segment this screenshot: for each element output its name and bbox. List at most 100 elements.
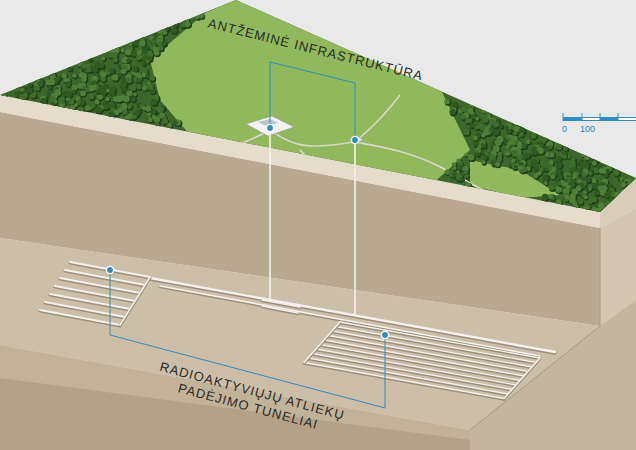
tree-shadow <box>507 129 513 135</box>
tree-shadow <box>605 201 613 209</box>
tree <box>584 195 588 199</box>
tree-shadow <box>482 144 488 150</box>
tree-shadow <box>89 94 96 101</box>
tree <box>481 160 486 165</box>
tree <box>613 169 619 175</box>
tree <box>615 192 620 197</box>
tree <box>564 198 568 202</box>
tree <box>482 118 487 123</box>
tree <box>35 86 40 91</box>
tree <box>108 53 112 57</box>
tree <box>460 177 464 181</box>
tree <box>127 90 133 96</box>
tree <box>449 109 455 115</box>
scale-tick <box>618 113 619 121</box>
tree <box>142 85 147 90</box>
tree-shadow <box>151 90 157 96</box>
tunnel-shadow <box>316 350 516 386</box>
tree-shadow <box>35 86 41 92</box>
tunnel <box>262 300 300 307</box>
tree <box>136 78 141 83</box>
tree <box>588 170 593 175</box>
scale-bar <box>563 113 636 121</box>
tree <box>113 96 119 102</box>
tree-shadow <box>453 167 458 172</box>
right-earth-band <box>470 300 636 450</box>
tree-shadow <box>73 90 78 95</box>
tree <box>522 155 526 159</box>
tree-shadow <box>557 200 563 206</box>
tree-shadow <box>582 193 588 199</box>
tunnel <box>504 358 540 399</box>
tree <box>174 121 178 125</box>
tree <box>145 74 149 78</box>
tree <box>556 180 561 185</box>
tree <box>583 206 588 211</box>
tree-shadow <box>131 119 136 124</box>
tree <box>596 207 602 213</box>
tree <box>549 185 555 191</box>
tree <box>594 190 600 196</box>
tree-shadow <box>28 83 33 88</box>
tree <box>101 77 106 82</box>
tree <box>549 160 554 165</box>
tree <box>84 68 88 72</box>
tree <box>154 116 161 123</box>
tree <box>505 125 509 129</box>
tree <box>621 182 626 187</box>
tree-shadow <box>131 97 137 103</box>
tree <box>465 182 471 188</box>
tree-shadow <box>564 147 569 152</box>
tree <box>453 166 457 170</box>
tree <box>452 162 457 167</box>
tree <box>145 106 151 112</box>
tree <box>514 131 518 135</box>
tree <box>133 93 137 97</box>
tunnel-shadow <box>504 359 540 400</box>
tree <box>514 165 518 169</box>
tree <box>444 99 449 104</box>
tree <box>541 198 546 203</box>
tree <box>578 200 583 205</box>
tree-shadow <box>465 175 470 180</box>
tunnel-shadow <box>312 355 512 391</box>
tunnel-shadow <box>50 295 130 310</box>
scale-tick <box>563 113 564 121</box>
tree-shadow <box>172 28 179 35</box>
tree <box>163 119 168 124</box>
tree <box>481 133 485 137</box>
tree-shadow <box>445 99 452 106</box>
tree <box>65 106 69 110</box>
tree <box>125 49 132 56</box>
tree <box>555 168 561 174</box>
tree <box>185 21 191 27</box>
leader-dot <box>351 136 358 143</box>
leader-line <box>270 62 355 140</box>
tree <box>469 123 474 128</box>
tree <box>605 201 612 208</box>
tree <box>70 105 75 110</box>
tree <box>139 104 145 110</box>
tree <box>88 57 92 61</box>
tree <box>103 103 110 110</box>
tree <box>556 187 562 193</box>
tree-shadow <box>605 174 610 179</box>
tree <box>121 75 126 80</box>
tunnel <box>304 363 504 399</box>
tunnel-shadow <box>304 323 340 364</box>
tree <box>130 97 135 102</box>
tree <box>121 69 126 74</box>
tree <box>495 162 500 167</box>
tree <box>96 90 100 94</box>
tree-shadow <box>526 140 531 145</box>
tree-shadow <box>556 144 564 152</box>
tree <box>493 122 499 128</box>
tree-shadow <box>150 76 156 82</box>
tree-shadow <box>128 79 133 84</box>
tree <box>66 82 71 87</box>
tree <box>95 106 102 113</box>
tree <box>62 73 67 78</box>
tree <box>476 152 480 156</box>
tree-shadow <box>579 200 585 206</box>
